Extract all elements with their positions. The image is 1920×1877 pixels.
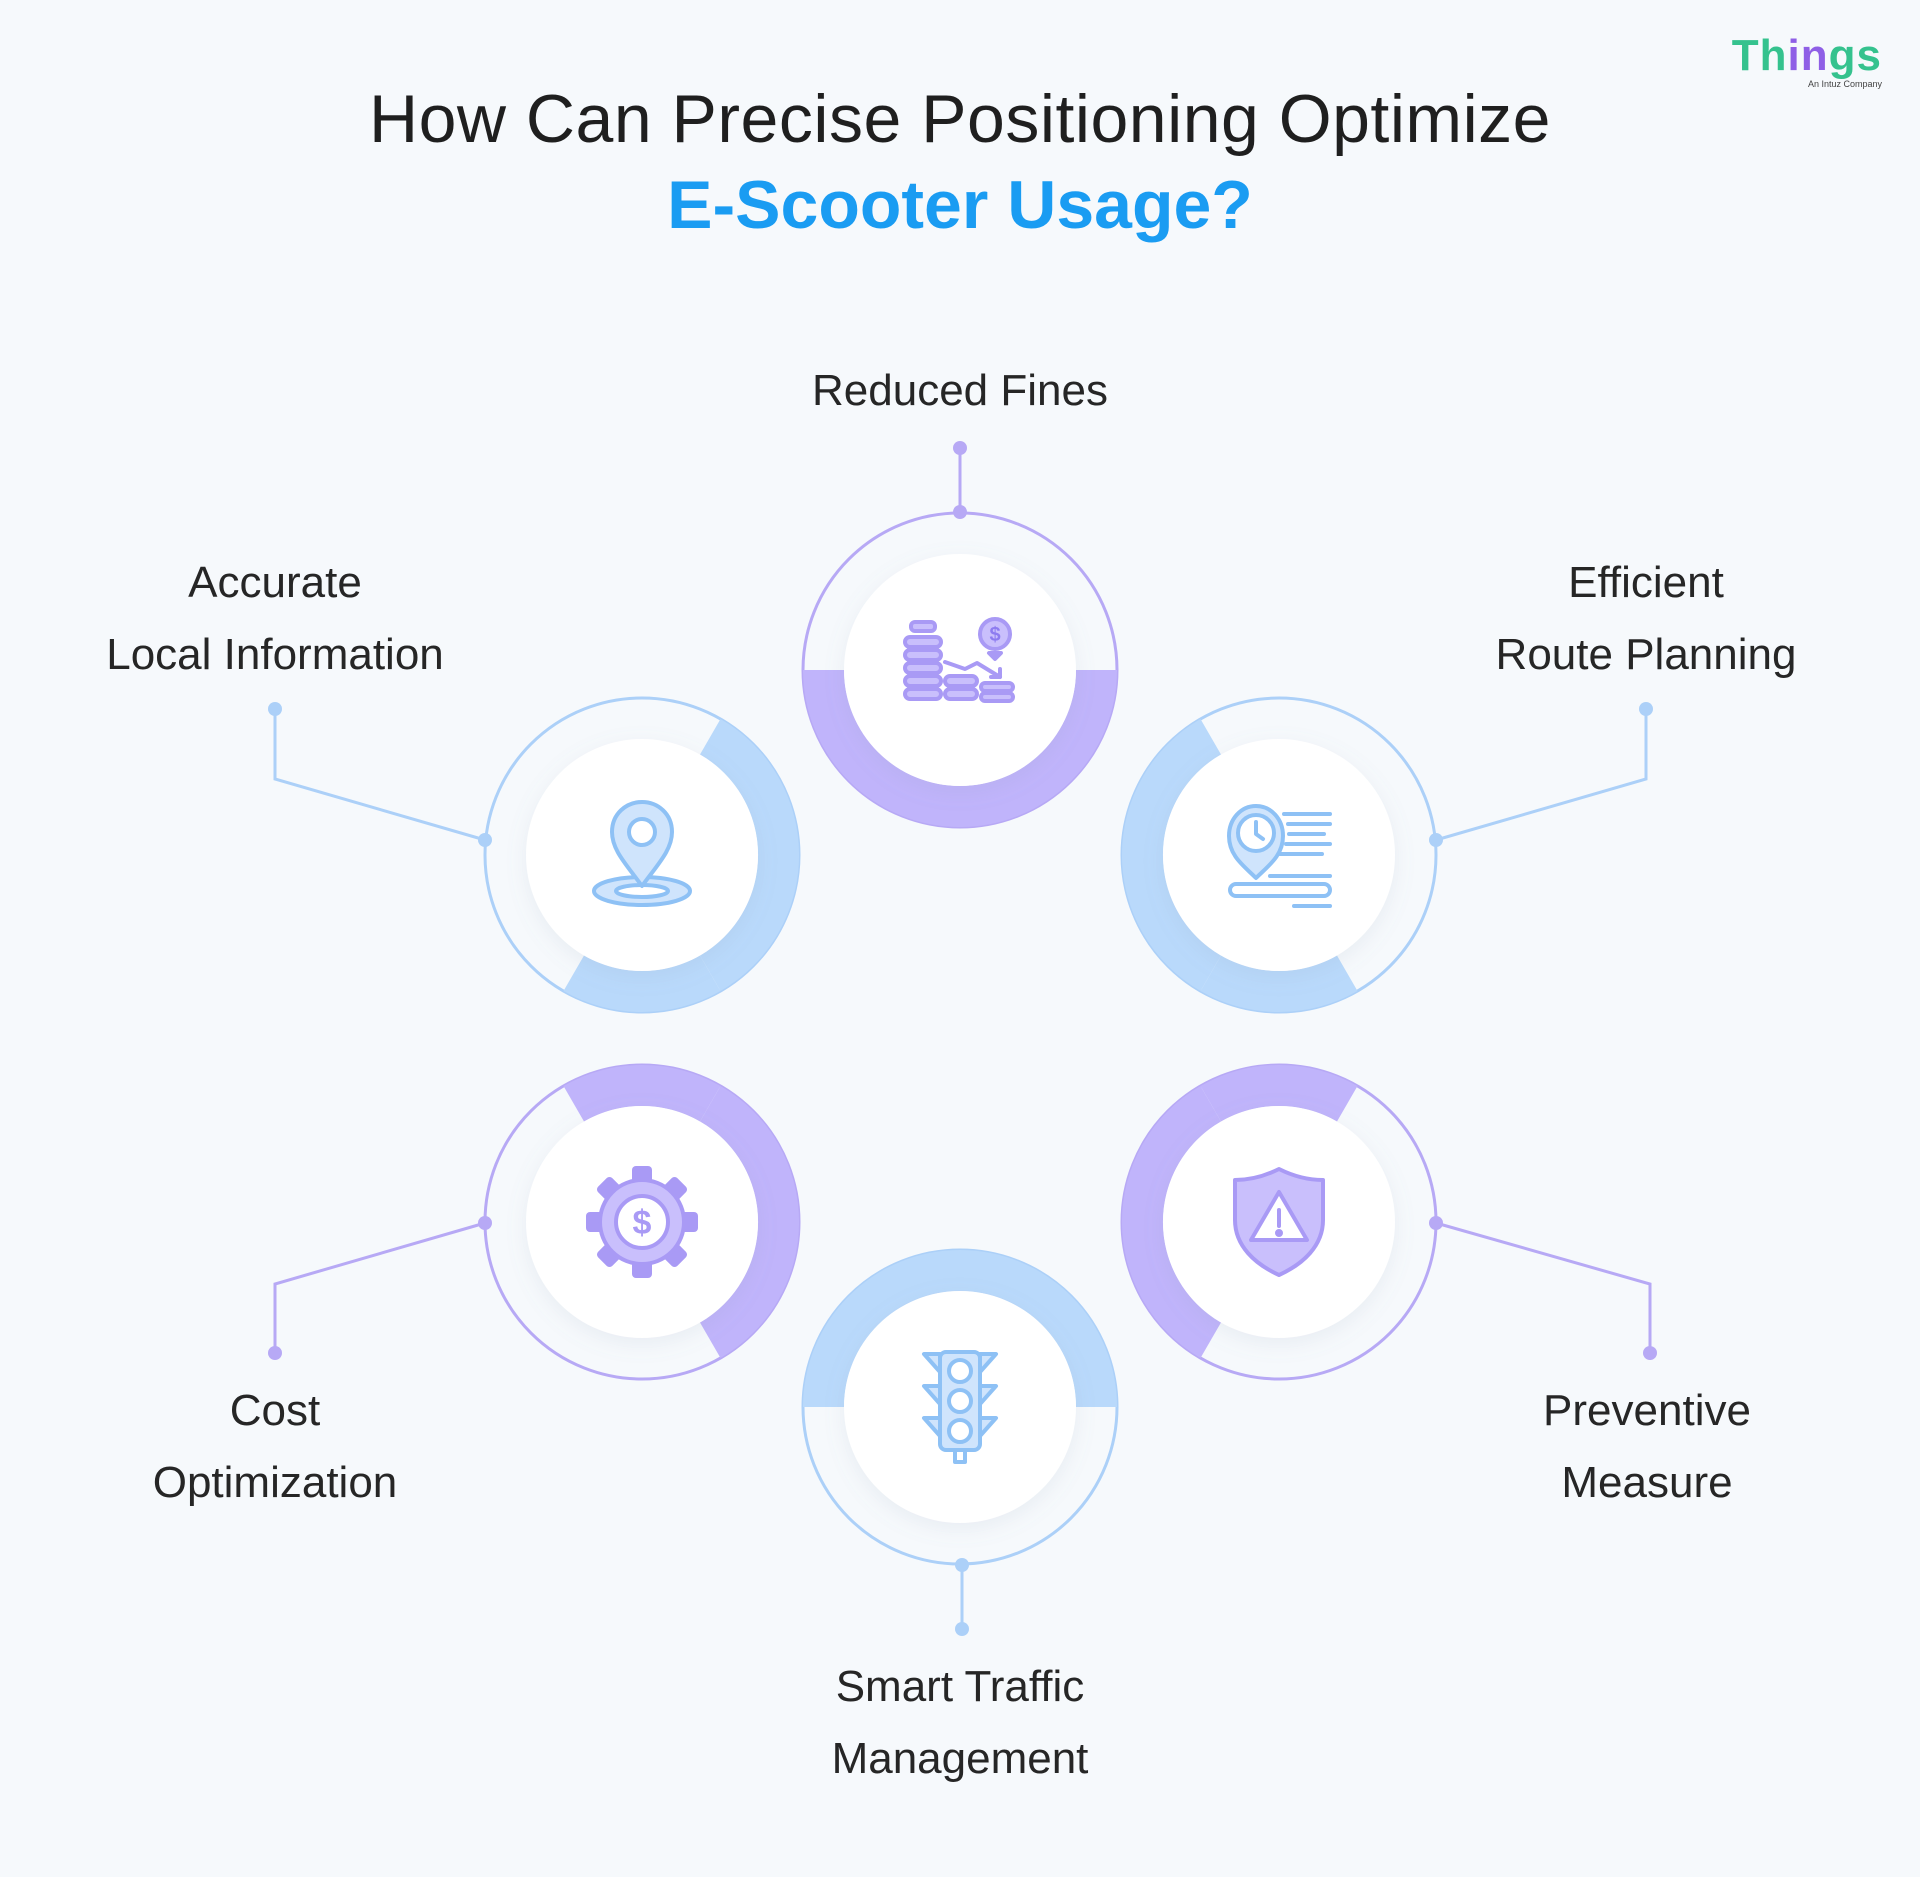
label-smart-traffic-management: Smart Traffic Management (831, 1662, 1089, 1783)
connector-cost-optimization (268, 1216, 492, 1360)
connector-reduced-fines (953, 441, 967, 519)
label-efficient-route-planning: Efficient Route Planning (1495, 558, 1797, 679)
connector-efficient-route-planning (1429, 702, 1653, 847)
brand-logo: Things An Intuz Company (1731, 31, 1882, 90)
label-accurate-local-information: Accurate Local Information (106, 558, 444, 679)
traffic-light-icon (922, 1350, 998, 1464)
location-pin-icon (592, 800, 692, 907)
label-cost-optimization: Cost Optimization (152, 1386, 398, 1507)
ring-reduced-fines (801, 511, 1119, 829)
svg-text:$: $ (633, 1204, 652, 1242)
fast-clock-route-icon (1227, 804, 1332, 908)
connector-accurate-local-information (268, 702, 492, 847)
gear-dollar-icon: $ (586, 1166, 698, 1278)
label-reduced-fines: Reduced Fines (812, 366, 1108, 415)
brand-wordmark: Things (1731, 31, 1882, 80)
title-line-2: E-Scooter Usage? (667, 167, 1253, 243)
connector-preventive-measure (1429, 1216, 1657, 1360)
label-preventive-measure: Preventive Measure (1543, 1386, 1751, 1507)
coins-decline-icon: $ (903, 617, 1015, 703)
connector-smart-traffic-management (955, 1558, 969, 1636)
brand-tagline: An Intuz Company (1807, 79, 1882, 89)
title-line-1: How Can Precise Positioning Optimize (368, 81, 1552, 157)
shield-warning-icon (1233, 1167, 1325, 1277)
svg-text:$: $ (989, 624, 1000, 646)
